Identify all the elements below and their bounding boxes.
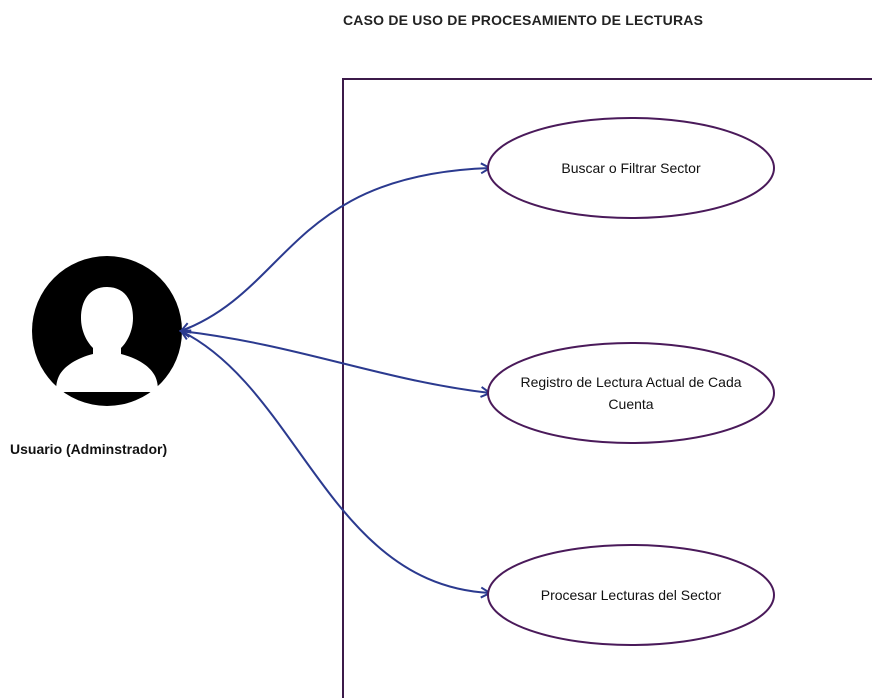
connector-buscar	[181, 168, 490, 331]
usecase-procesar-label: Procesar Lecturas del Sector	[540, 587, 722, 603]
actor-label: Usuario (Adminstrador)	[10, 441, 168, 457]
usecase-registro-label: Registro de Lectura Actual de Cada Cuent…	[520, 374, 742, 412]
connector-procesar	[181, 331, 490, 593]
diagram-title: CASO DE USO DE PROCESAMIENTO DE LECTURAS	[343, 12, 704, 28]
user-avatar-icon	[56, 287, 158, 392]
diagram-canvas	[32, 117, 775, 646]
usecase-ellipse-buscar	[487, 117, 775, 219]
usecase-ellipse-procesar	[487, 544, 775, 646]
usecase-ellipse-registro	[487, 342, 775, 444]
connector-registro	[181, 331, 490, 393]
actor-avatar	[32, 256, 182, 406]
usecase-buscar-label: Buscar o Filtrar Sector	[561, 160, 701, 176]
